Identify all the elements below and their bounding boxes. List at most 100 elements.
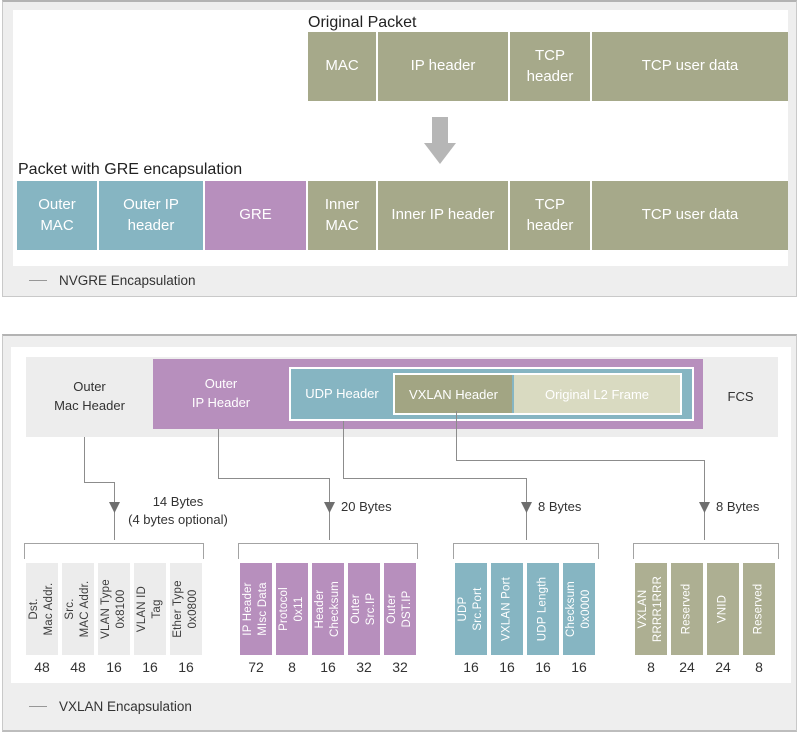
bit-count: 32 (392, 659, 408, 675)
field-label: Header Checksum (314, 581, 341, 637)
field-label: Outer DST.IP (386, 590, 413, 628)
field-label: VXLAN Port (500, 577, 513, 641)
bit-count: 16 (499, 659, 515, 675)
bit-count: 16 (142, 659, 158, 675)
bit-count: 48 (70, 659, 86, 675)
down-arrow-head-icon (424, 143, 456, 164)
bit-count: 24 (679, 659, 695, 675)
vxlan-panel: Outer Mac Header Outer IP Header UDP Hea… (2, 334, 797, 732)
udp-bits-row: 16 16 16 16 (455, 659, 595, 675)
field-box-vlan-id: VLAN ID Tag (134, 563, 166, 655)
bit-count: 8 (288, 659, 296, 675)
field-label: VLAN Type 0x8100 (100, 579, 127, 639)
ip-field-group: IP Header MIsc Data Protocol 0x11 Header… (240, 563, 416, 655)
vxlan-field-group: VXLAN RRRR1RRR Reserved VNID Reserved (635, 563, 775, 655)
field-label: VNID (716, 594, 729, 624)
field-box-udp-checksum: Checksum 0x0000 (563, 563, 595, 655)
original-packet-row: MAC IP header TCP header TCP user data (308, 32, 788, 101)
field-label: Checksum 0x0000 (565, 581, 592, 637)
udp-header-box: UDP Header VXLAN Header Original L2 Fram… (289, 367, 694, 421)
bit-count: 8 (755, 659, 763, 675)
udp-header-label: UDP Header (305, 385, 379, 401)
udp-bytes-annotation: 8 Bytes (538, 499, 582, 514)
bit-count: 16 (463, 659, 479, 675)
field-box-udp-src-port: UDP Src.Port (455, 563, 487, 655)
field-box-reserved-2: Reserved (743, 563, 775, 655)
tcp-header-box: TCP header (510, 181, 590, 250)
bit-count: 8 (647, 659, 655, 675)
field-box-udp-length: UDP Length (527, 563, 559, 655)
caption-dash-icon (29, 280, 47, 281)
mac-bytes-annotation: 14 Bytes (4 bytes optional) (128, 494, 228, 528)
vxlan-caption: VXLAN Encapsulation (29, 699, 192, 714)
bit-count: 16 (106, 659, 122, 675)
field-box-outer-src-ip: Outer Src.IP (348, 563, 380, 655)
bit-count: 48 (34, 659, 50, 675)
vxlan-payload-wrapper: VXLAN Header Original L2 Frame (393, 373, 682, 415)
caption-text: NVGRE Encapsulation (59, 273, 196, 288)
ip-bytes-annotation: 20 Bytes (341, 499, 392, 514)
inner-mac-box: Inner MAC (308, 181, 376, 250)
mac-bits-row: 48 48 16 16 16 (26, 659, 202, 675)
caption-text: VXLAN Encapsulation (59, 699, 192, 714)
tcp-user-data-box: TCP user data (592, 32, 788, 101)
vxlan-header-box: VXLAN Header (395, 375, 512, 413)
bit-count: 16 (535, 659, 551, 675)
outer-ip-header-box: Outer IP Header UDP Header VXLAN Header … (153, 359, 703, 429)
field-label: Reserved (752, 583, 765, 635)
field-label: Protocol 0x11 (278, 587, 305, 631)
field-label: IP Header MIsc Data (242, 582, 269, 636)
vxlan-diagram-card: Outer Mac Header Outer IP Header UDP Hea… (11, 347, 791, 683)
field-label: VXLAN RRRR1RRR (637, 575, 664, 643)
ip-header-box: IP header (378, 32, 508, 101)
bit-count: 24 (715, 659, 731, 675)
field-box-dst-mac: Dst. Mac Addr. (26, 563, 58, 655)
field-box-vxlan-flags: VXLAN RRRR1RRR (635, 563, 667, 655)
field-box-header-checksum: Header Checksum (312, 563, 344, 655)
bit-count: 16 (320, 659, 336, 675)
vxlan-bits-row: 8 24 24 8 (635, 659, 775, 675)
nvgre-caption: NVGRE Encapsulation (29, 273, 196, 288)
nvgre-panel: Original Packet MAC IP header TCP header… (2, 0, 797, 297)
bit-count: 16 (178, 659, 194, 675)
caption-dash-icon (29, 706, 47, 707)
field-box-outer-dst-ip: Outer DST.IP (384, 563, 416, 655)
bit-count: 72 (248, 659, 264, 675)
mac-field-group: Dst. Mac Addr. Src. MAC Addr. VLAN Type … (26, 563, 202, 655)
vxlan-bytes-annotation: 8 Bytes (716, 499, 760, 514)
outer-ip-header-label: Outer IP Header (191, 376, 251, 410)
ip-bits-row: 72 8 16 32 32 (240, 659, 416, 675)
group-brackets (24, 543, 779, 559)
gre-packet-title: Packet with GRE encapsulation (18, 161, 243, 178)
bit-count: 32 (356, 659, 372, 675)
nvgre-diagram-card: Original Packet MAC IP header TCP header… (13, 10, 788, 266)
field-box-protocol: Protocol 0x11 (276, 563, 308, 655)
field-box-vnid: VNID (707, 563, 739, 655)
fcs-label: FCS (727, 388, 754, 404)
field-box-reserved-1: Reserved (671, 563, 703, 655)
udp-field-group: UDP Src.Port VXLAN Port UDP Length Check… (455, 563, 595, 655)
outer-mac-box: Outer MAC (17, 181, 97, 250)
bit-count: 16 (571, 659, 587, 675)
original-packet-title: Original Packet (308, 14, 417, 31)
outer-ip-header-box: Outer IP header (99, 181, 203, 250)
field-label: VLAN ID Tag (136, 585, 163, 633)
field-label: Dst. Mac Addr. (28, 582, 55, 636)
original-l2-frame-box: Original L2 Frame (514, 375, 680, 413)
field-label: Ether Type 0x0800 (172, 580, 199, 638)
field-box-vlan-type: VLAN Type 0x8100 (98, 563, 130, 655)
field-label: Reserved (680, 583, 693, 635)
outer-mac-header-label: Outer Mac Header (54, 379, 125, 413)
gre-box: GRE (205, 181, 306, 250)
down-arrow-icon (432, 117, 448, 144)
tcp-user-data-box: TCP user data (592, 181, 788, 250)
field-box-ether-type: Ether Type 0x0800 (170, 563, 202, 655)
field-label: Outer Src.IP (350, 592, 377, 626)
field-box-src-mac: Src. MAC Addr. (62, 563, 94, 655)
field-label: Src. MAC Addr. (64, 580, 91, 638)
gre-packet-row: Outer MAC Outer IP header GRE Inner MAC … (17, 181, 788, 250)
field-box-vxlan-port: VXLAN Port (491, 563, 523, 655)
inner-ip-header-box: Inner IP header (378, 181, 508, 250)
field-label: UDP Length (536, 576, 549, 642)
